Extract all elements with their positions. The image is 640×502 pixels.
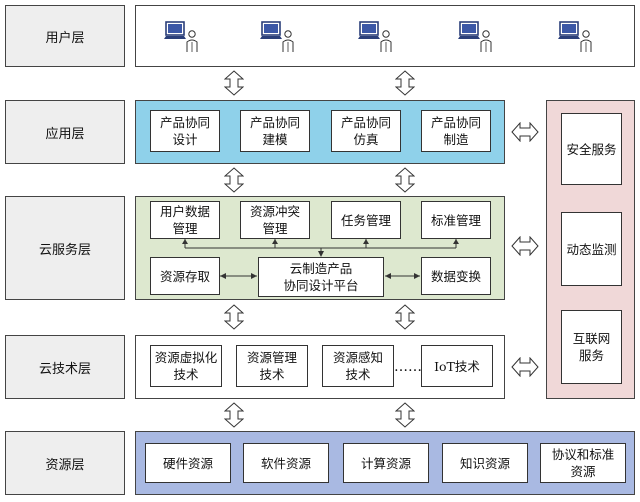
user-computer-icon — [164, 20, 200, 54]
layer-label-cloud-service: 云服务层 — [5, 196, 125, 300]
double-arrow-icon — [224, 167, 244, 193]
tech-box-management: 资源管理 技术 — [236, 345, 308, 387]
double-arrow-icon — [224, 304, 244, 330]
side-box-internet: 互联网 服务 — [561, 310, 622, 384]
service-box-data-transform: 数据变换 — [421, 257, 491, 295]
user-computer-icon — [558, 20, 594, 54]
layer-label-resource: 资源层 — [5, 431, 125, 495]
user-layer-panel — [135, 5, 635, 67]
side-box-security: 安全服务 — [561, 113, 622, 185]
double-arrow-icon — [395, 304, 415, 330]
tech-ellipsis: …… — [394, 359, 422, 375]
double-arrow-icon — [224, 70, 244, 96]
tech-box-sensing: 资源感知 技术 — [322, 345, 394, 387]
double-arrow-icon — [395, 167, 415, 193]
app-box-design: 产品协同 设计 — [150, 110, 220, 152]
service-box-resource-conflict: 资源冲突 管理 — [240, 201, 310, 239]
user-computer-icon — [358, 20, 394, 54]
resource-box-software: 软件资源 — [243, 443, 329, 483]
tech-box-iot: IoT技术 — [421, 345, 493, 387]
service-box-standard: 标准管理 — [421, 201, 491, 239]
resource-box-computing: 计算资源 — [343, 443, 429, 483]
resource-box-knowledge: 知识资源 — [442, 443, 528, 483]
user-computer-icon — [260, 20, 296, 54]
service-box-resource-access: 资源存取 — [150, 257, 220, 295]
app-box-modeling: 产品协同 建模 — [240, 110, 310, 152]
double-arrow-icon — [511, 236, 539, 256]
resource-box-hardware: 硬件资源 — [145, 443, 231, 483]
double-arrow-icon — [511, 122, 539, 142]
layer-label-cloud-tech: 云技术层 — [5, 335, 125, 399]
service-box-user-data: 用户数据 管理 — [150, 201, 220, 239]
tech-box-virtualization: 资源虚拟化 技术 — [150, 345, 222, 387]
app-box-manufacturing: 产品协同 制造 — [421, 110, 491, 152]
service-box-platform: 云制造产品 协同设计平台 — [258, 257, 384, 297]
app-box-simulation: 产品协同 仿真 — [331, 110, 401, 152]
service-box-task: 任务管理 — [331, 201, 401, 239]
double-arrow-icon — [224, 402, 244, 428]
layer-label-user: 用户层 — [5, 5, 125, 67]
double-arrow-icon — [395, 70, 415, 96]
user-computer-icon — [458, 20, 494, 54]
resource-box-protocol: 协议和标准 资源 — [540, 443, 626, 483]
double-arrow-icon — [395, 402, 415, 428]
double-arrow-icon — [511, 357, 539, 377]
layer-label-application: 应用层 — [5, 100, 125, 164]
side-box-monitoring: 动态监测 — [561, 212, 622, 286]
